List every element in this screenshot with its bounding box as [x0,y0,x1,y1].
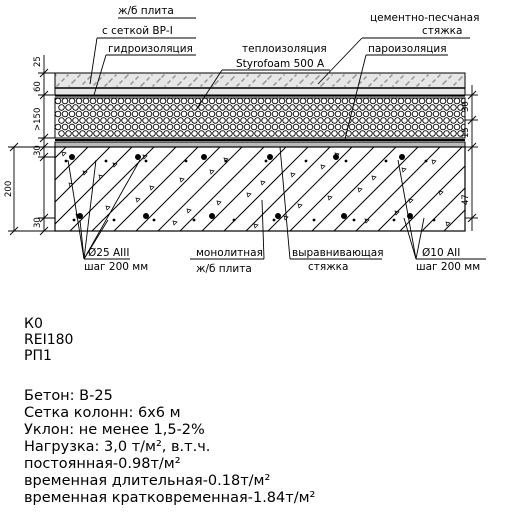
dim-60: 60 [33,81,43,92]
label-screed-1: цементно-песчаная [370,12,479,24]
fire-resistance: REI180 [24,332,74,348]
top-slab-stipple [55,74,463,87]
label-monolithic-2: ж/б плита [196,263,252,275]
label-rebar-dist-2: шаг 200 мм [416,261,480,273]
top-slab-layer [54,72,466,96]
label-waterproofing: гидроизоляция [108,43,193,55]
param-load-short: временная кратковременная-1.84т/м² [24,490,316,506]
param-column-grid: Сетка колонн: 6х6 м [24,405,181,421]
label-rebar-dist-1: Ø10 AII [422,247,460,259]
label-monolithic-1: монолитная [196,247,263,259]
leaders-top [89,37,470,140]
dimensions-left [8,55,55,236]
insulation-pattern [55,98,465,137]
dim-right-15: 15 [461,127,471,138]
dimensions-right [465,85,478,231]
param-slope: Уклон: не менее 1,5-2% [24,422,205,438]
label-rebar-main-2: шаг 200 мм [84,261,148,273]
slab-hatch [55,147,465,231]
param-load-permanent: постоянная-0.98т/м² [24,456,181,472]
label-slab-mesh-2: с сеткой ВР-I [102,25,173,37]
label-leveling-2: стяжка [308,261,348,273]
rebar-row-top [64,154,428,163]
dim-200: 200 [4,181,14,197]
dim-30-bottom: 30 [33,217,43,228]
rebar-row-bottom [72,213,436,222]
param-concrete: Бетон: В-25 [24,388,113,404]
fire-ratings: К0 REI180 РП1 [24,316,73,364]
fire-class: К0 [24,316,43,332]
param-load-long: временная длительная-0.18т/м² [24,473,271,489]
label-insulation-2: Styrofoam 500 A [236,58,325,70]
label-leveling-1: выравнивающая [292,247,384,259]
structural-params: Бетон: В-25 Сетка колонн: 6х6 м Уклон: н… [24,388,315,507]
dim-right-30: 30 [461,101,471,112]
dim-25: 25 [33,56,43,67]
label-slab-mesh-1: ж/б плита [118,5,174,17]
dim-gt150: >150 [33,108,43,131]
dim-right-47: 47 [461,194,471,205]
label-insulation-1: теплоизоляция [242,43,327,55]
floor-section-drawing: 25 60 >150 30 200 30 30 15 47 ж/б плита … [4,5,486,275]
leaders-bottom [67,146,486,260]
dim-30-top: 30 [33,145,43,156]
leveling-screed-layer [54,141,466,148]
fire-spread: РП1 [24,348,52,364]
label-rebar-main-1: Ø25 AIII [88,247,129,259]
param-load-total: Нагрузка: 3,0 т/м², в.т.ч. [24,439,211,455]
label-vapor-barrier: пароизоляция [368,43,447,55]
label-screed-2: стяжка [422,25,462,37]
